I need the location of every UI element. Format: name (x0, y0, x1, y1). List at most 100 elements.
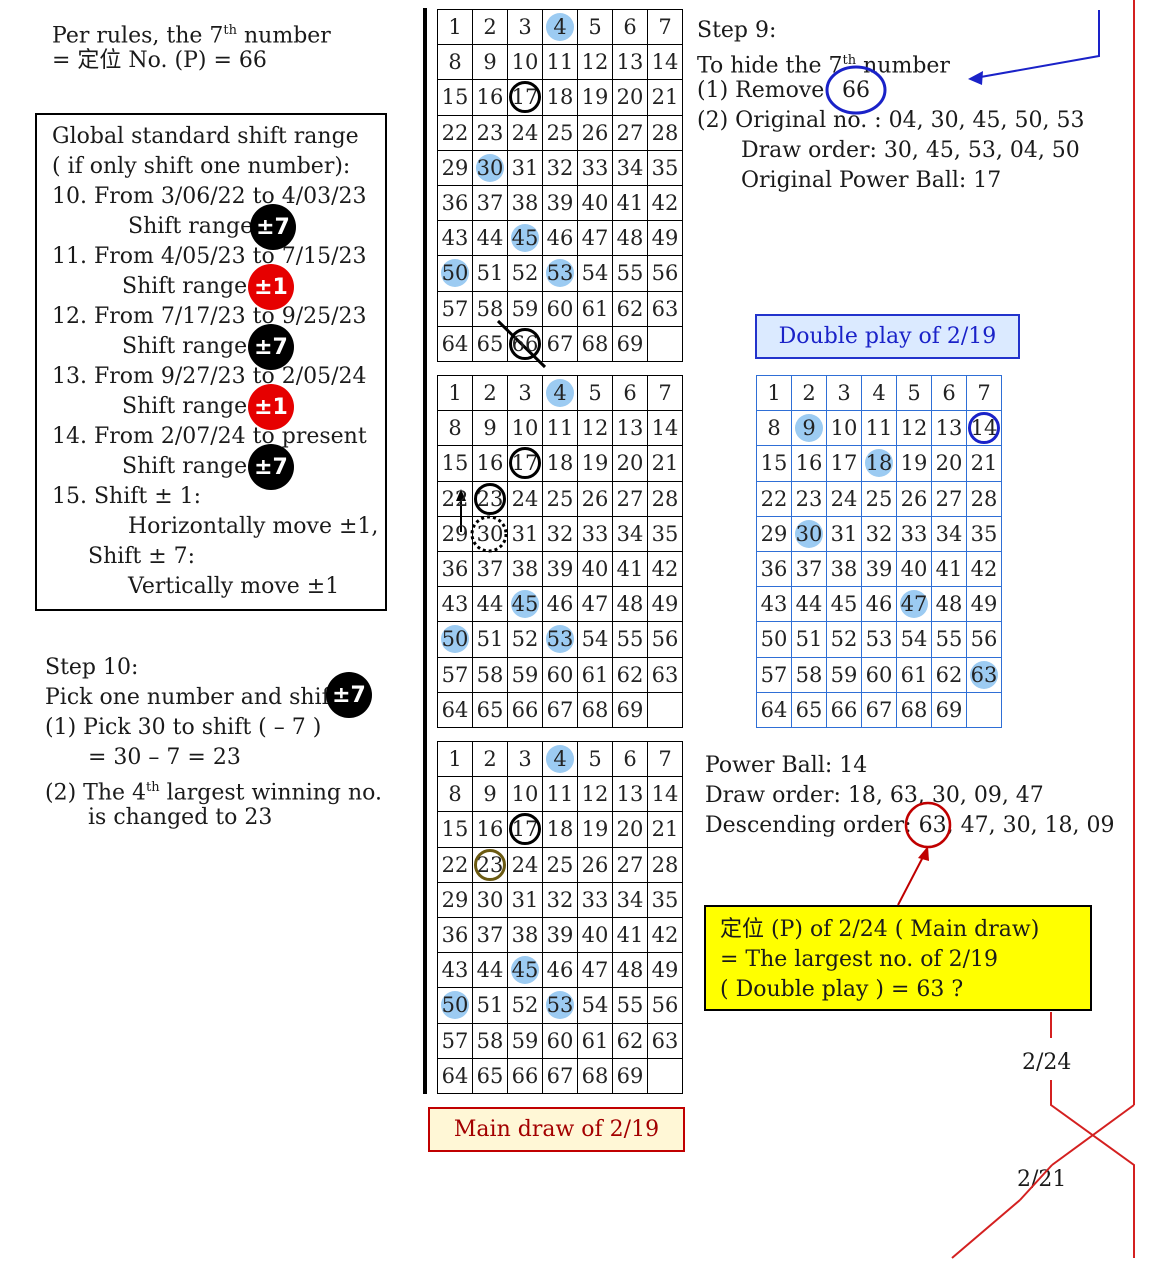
grid-number: 16 (476, 85, 504, 110)
grid4-cell-31: 31 (827, 516, 862, 552)
grid2-cell-17: 17 (508, 446, 543, 482)
grid-number: 41 (935, 557, 963, 582)
grid-number: 52 (511, 627, 539, 652)
grid-number: 15 (441, 817, 469, 842)
grid2-cell-1: 1 (438, 376, 473, 412)
grid-number: 9 (483, 416, 497, 441)
grid3-cell-48: 48 (613, 953, 648, 989)
grid-number: 9 (483, 50, 497, 75)
rule-shift1-desc: Horizontally move ±1, (128, 514, 379, 539)
grid3-cell-5: 5 (578, 742, 613, 778)
grid3-cell-18: 18 (543, 812, 578, 848)
grid-number: 8 (448, 50, 462, 75)
grid3-cell-46: 46 (543, 953, 578, 989)
grid3-cell-65: 65 (473, 1058, 508, 1094)
grid4-cell-59: 59 (827, 657, 862, 693)
grid-number: 64 (441, 331, 469, 356)
grid-number: 3 (518, 747, 532, 772)
grid3-cell-47: 47 (578, 953, 613, 989)
grid-number: 4 (553, 15, 567, 40)
grid-number: 38 (511, 923, 539, 948)
grid-number: 31 (830, 521, 858, 546)
grid3-cell-67: 67 (543, 1058, 578, 1094)
grid4-cell-52: 52 (827, 622, 862, 658)
grid-number: 1 (448, 15, 462, 40)
grid4-cell-20: 20 (932, 446, 967, 482)
grid-number: 39 (546, 191, 574, 216)
highlight-dot (865, 449, 893, 478)
grid4-cell-39: 39 (862, 551, 897, 588)
grid4-cell-27: 27 (932, 481, 967, 517)
grid-number: 5 (588, 381, 602, 406)
grid1-cell-38: 38 (508, 185, 543, 222)
grid1-cell-5: 5 (578, 10, 613, 46)
grid-number: 45 (511, 226, 539, 251)
grid2-cell-44: 44 (473, 587, 508, 623)
grid2-cell-34: 34 (613, 516, 648, 552)
step10-item1b: = 30 – 7 = 23 (88, 745, 241, 770)
grid3-cell-36: 36 (438, 917, 473, 954)
grid-number: 23 (795, 486, 823, 511)
step10-item1: (1) Pick 30 to shift ( – 7 ) (45, 715, 322, 740)
grid4-cell-24: 24 (827, 481, 862, 517)
grid-number: 24 (511, 852, 539, 877)
grid-number: 33 (581, 155, 609, 180)
highlight-dot (546, 379, 574, 408)
grid-number: 29 (441, 521, 469, 546)
grid2-cell-28: 28 (648, 481, 683, 517)
rule-shift7-label: Shift ± 7: (88, 544, 196, 569)
grid4-cell-51: 51 (792, 622, 827, 658)
highlight-dot (441, 991, 469, 1020)
grid-number: 10 (511, 416, 539, 441)
grid3-cell-21: 21 (648, 812, 683, 848)
grid4-cell-32: 32 (862, 516, 897, 552)
grid-number: 58 (476, 296, 504, 321)
grid-number: 62 (616, 296, 644, 321)
step10-item2c: is changed to 23 (88, 805, 273, 830)
grid-number: 26 (581, 852, 609, 877)
grid1-cell-66: 66 (508, 326, 543, 362)
grid-number: 60 (546, 662, 574, 687)
highlight-dot (795, 519, 823, 548)
rule-label-11: Shift range: (122, 274, 255, 299)
vertical-divider (423, 8, 427, 1094)
grid-number: 15 (760, 451, 788, 476)
grid-number: 20 (935, 451, 963, 476)
grid-number: 35 (651, 887, 679, 912)
grid-number: 60 (546, 296, 574, 321)
grid2-cell-57: 57 (438, 657, 473, 693)
grid3-cell-51: 51 (473, 988, 508, 1024)
grid3-cell-19: 19 (578, 812, 613, 848)
grid-number: 35 (651, 521, 679, 546)
grid-number: 11 (546, 50, 574, 75)
grid-number: 18 (546, 817, 574, 842)
grid-number: 47 (581, 226, 609, 251)
grid3-cell-40: 40 (578, 917, 613, 954)
grid1-cell-29: 29 (438, 150, 473, 186)
grid-number: 39 (865, 557, 893, 582)
grid1-cell-45: 45 (508, 221, 543, 257)
grid-number: 44 (795, 592, 823, 617)
grid-number: 37 (476, 557, 504, 582)
grid3-cell-45: 45 (508, 953, 543, 989)
grid4-cell-58: 58 (792, 657, 827, 693)
rules-title-2: ( if only shift one number): (52, 154, 351, 179)
grid-number: 36 (441, 557, 469, 582)
grid2-cell-43: 43 (438, 587, 473, 623)
grid4-cell-66: 66 (827, 692, 862, 728)
rule-shift1-label: 15. Shift ± 1: (52, 484, 202, 509)
grid-number: 58 (476, 1028, 504, 1053)
grid-number: 47 (581, 592, 609, 617)
grid-number: 65 (476, 1063, 504, 1088)
grid1-cell-24: 24 (508, 115, 543, 151)
selection-ring (509, 447, 541, 480)
main-draw-label: Main draw of 2/19 (428, 1107, 685, 1152)
grid-number: 29 (441, 155, 469, 180)
grid-number: 7 (658, 381, 672, 406)
grid-number: 4 (553, 747, 567, 772)
grid3-cell-61: 61 (578, 1023, 613, 1059)
highlight-dot (546, 991, 574, 1020)
step9-remove-label: (1) Remove (697, 78, 825, 103)
